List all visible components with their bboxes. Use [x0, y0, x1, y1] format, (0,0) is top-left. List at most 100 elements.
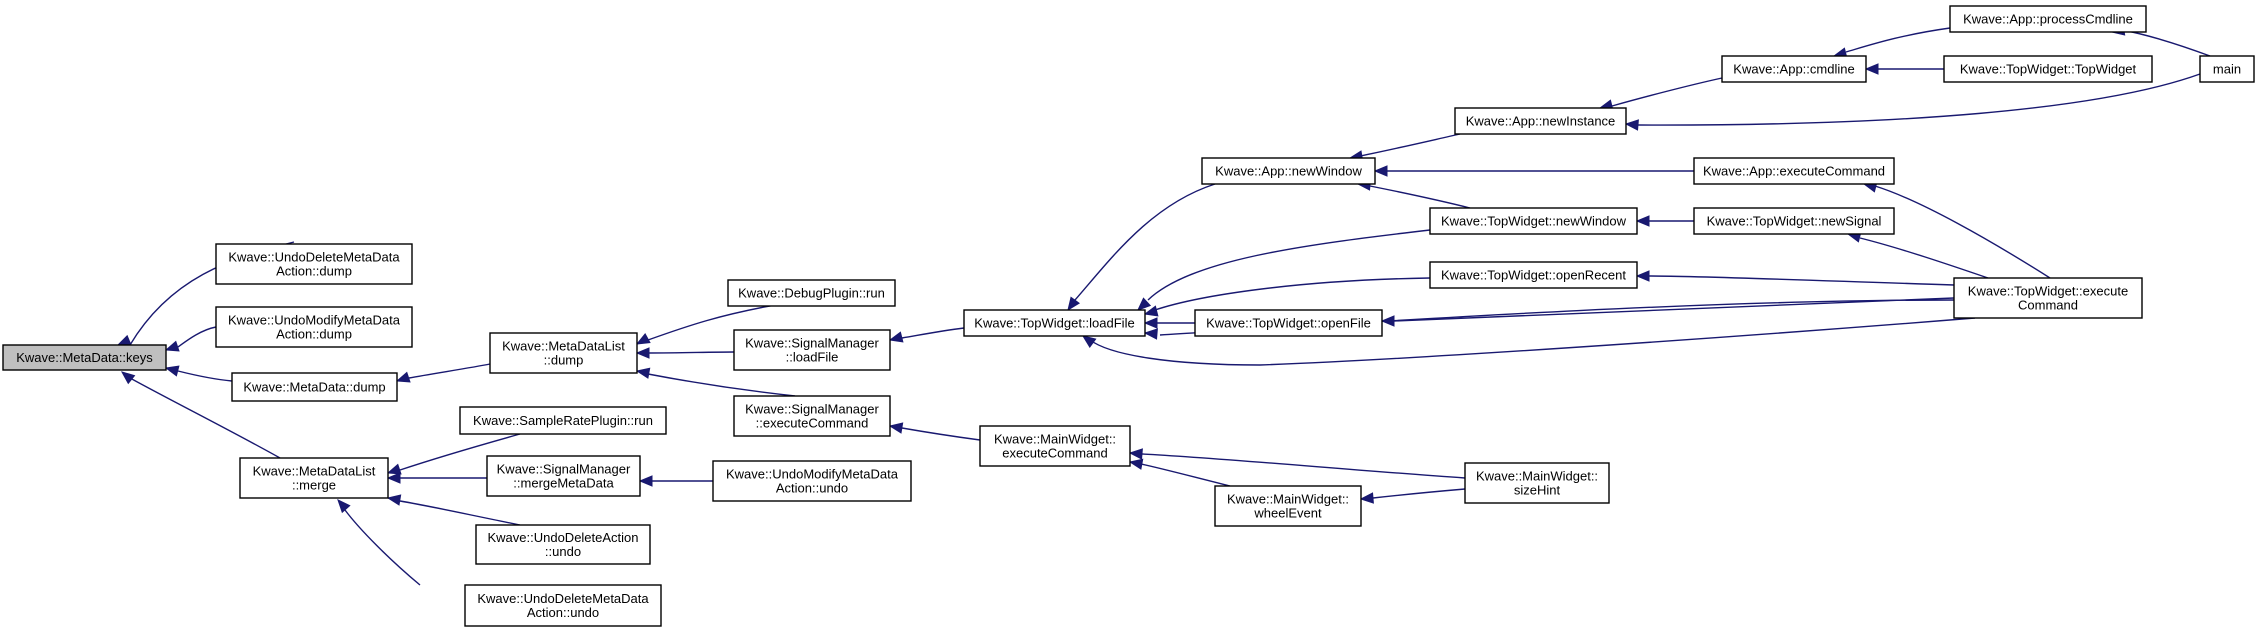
node-box[interactable]	[2, 344, 167, 371]
edge-mdl_merge-to-keys	[120, 371, 281, 459]
node-box[interactable]	[2199, 55, 2255, 83]
nodes-layer: Kwave::MetaData::keysKwave::UndoDeleteMe…	[2, 5, 2255, 627]
edge-arrowhead	[164, 340, 180, 352]
node-box[interactable]	[733, 395, 891, 437]
node-sm-execCmd[interactable]: Kwave::SignalManager::executeCommand	[733, 395, 891, 437]
node-box[interactable]	[1721, 55, 1867, 83]
node-app-cmdline[interactable]: Kwave::App::cmdline	[1721, 55, 1867, 83]
edge-srp_run-to-mdl_merge	[386, 433, 521, 475]
node-tw-newSignal[interactable]: Kwave::TopWidget::newSignal	[1693, 207, 1895, 235]
node-keys[interactable]: Kwave::MetaData::keys	[2, 344, 167, 371]
node-tw-loadFile[interactable]: Kwave::TopWidget::loadFile	[963, 309, 1146, 337]
node-box[interactable]	[1454, 107, 1627, 135]
node-undoDelAction-undo[interactable]: Kwave::UndoDeleteAction::undo	[475, 524, 651, 565]
node-srp-run[interactable]: Kwave::SampleRatePlugin::run	[459, 406, 667, 435]
edge-arrowhead	[1864, 63, 1879, 75]
node-box[interactable]	[215, 243, 413, 285]
edge-mw_execCmd-to-sm_execCmd	[888, 422, 981, 441]
node-label: Kwave::MainWidget::	[994, 432, 1116, 447]
node-box[interactable]	[464, 584, 662, 627]
node-box[interactable]	[712, 460, 912, 502]
node-box[interactable]	[727, 279, 896, 307]
node-app-procCmd[interactable]: Kwave::App::processCmdline	[1949, 5, 2147, 33]
node-label: Kwave::TopWidget::TopWidget	[1960, 62, 2137, 77]
edge-line	[1611, 77, 1723, 107]
node-box[interactable]	[215, 306, 413, 348]
node-tw-newWindow[interactable]: Kwave::TopWidget::newWindow	[1429, 207, 1638, 235]
node-box[interactable]	[489, 332, 638, 374]
node-label: ::merge	[292, 478, 336, 493]
node-app-execCmd[interactable]: Kwave::App::executeCommand	[1693, 157, 1895, 185]
node-sm-mergeMD[interactable]: Kwave::SignalManager::mergeMetaData	[486, 455, 641, 497]
node-mw-execCmd[interactable]: Kwave::MainWidget::executeCommand	[979, 425, 1131, 467]
node-label: Kwave::App::processCmdline	[1963, 12, 2133, 27]
node-box[interactable]	[1429, 261, 1638, 289]
edge-line	[177, 326, 217, 348]
node-box[interactable]	[1201, 157, 1376, 185]
node-main[interactable]: main	[2199, 55, 2255, 83]
edge-tw_newWindow-to-tw_loadFile	[1137, 229, 1431, 311]
node-mdl-dump[interactable]: Kwave::MetaDataList::dump	[489, 332, 638, 374]
edge-line	[408, 363, 491, 379]
edge-arrowhead	[1635, 270, 1650, 282]
node-box[interactable]	[1949, 5, 2147, 33]
edge-mw_sizeHint-to-mw_wheel	[1359, 488, 1466, 504]
node-label: Kwave::UndoDeleteMetaData	[477, 591, 649, 606]
node-tw-execCmd[interactable]: Kwave::TopWidget::executeCommand	[1953, 277, 2143, 319]
node-debug-run[interactable]: Kwave::DebugPlugin::run	[727, 279, 896, 307]
edge-app_newInstance-to-app_newWindow	[1348, 133, 1461, 162]
node-label: Action::dump	[276, 264, 352, 279]
node-box[interactable]	[459, 406, 667, 435]
edge-line	[647, 373, 796, 397]
node-box[interactable]	[1693, 207, 1895, 235]
node-mw-wheel[interactable]: Kwave::MainWidget::wheelEvent	[1214, 485, 1362, 527]
node-box[interactable]	[1693, 157, 1895, 185]
node-box[interactable]	[963, 309, 1146, 337]
node-tw-openFile[interactable]: Kwave::TopWidget::openFile	[1194, 309, 1383, 337]
edge-arrowhead	[1128, 448, 1143, 460]
node-label: Kwave::MetaDataList	[502, 339, 625, 354]
node-mw-sizeHint[interactable]: Kwave::MainWidget::sizeHint	[1464, 462, 1610, 504]
node-label: Kwave::TopWidget::openFile	[1206, 316, 1371, 331]
node-box[interactable]	[239, 457, 389, 499]
node-box[interactable]	[1429, 207, 1638, 235]
node-box[interactable]	[1464, 462, 1610, 504]
node-box[interactable]	[979, 425, 1131, 467]
node-label: Command	[2018, 298, 2078, 313]
node-label: sizeHint	[1514, 483, 1561, 498]
edge-line	[399, 500, 521, 526]
node-md-dump[interactable]: Kwave::MetaData::dump	[231, 372, 398, 402]
node-box[interactable]	[733, 329, 891, 371]
node-sm-loadFile[interactable]: Kwave::SignalManager::loadFile	[733, 329, 891, 371]
node-label: Kwave::DebugPlugin::run	[738, 286, 885, 301]
node-label: ::executeCommand	[756, 416, 869, 431]
edge-line	[399, 433, 521, 471]
node-label: Action::dump	[276, 327, 352, 342]
node-box[interactable]	[1943, 55, 2153, 83]
edge-arrowhead	[1359, 492, 1374, 504]
edge-arrowhead	[395, 371, 411, 383]
node-box[interactable]	[1214, 485, 1362, 527]
node-label: Kwave::MainWidget::	[1227, 492, 1349, 507]
edge-app_execCmd-to-app_newWindow	[1373, 165, 1694, 177]
node-mdl-merge[interactable]: Kwave::MetaDataList::merge	[239, 457, 389, 499]
node-box[interactable]	[231, 372, 398, 402]
edge-arrowhead	[1081, 335, 1097, 349]
edge-arrowhead	[888, 422, 904, 434]
node-box[interactable]	[486, 455, 641, 497]
node-app-newWindow[interactable]: Kwave::App::newWindow	[1201, 157, 1376, 185]
node-box[interactable]	[1194, 309, 1383, 337]
node-tw-ctor[interactable]: Kwave::TopWidget::TopWidget	[1943, 55, 2153, 83]
node-label: Kwave::SampleRatePlugin::run	[473, 413, 653, 428]
node-box[interactable]	[1953, 277, 2143, 319]
node-box[interactable]	[475, 524, 651, 565]
edge-app_cmdline-to-app_newInstance	[1598, 77, 1723, 111]
node-tw-openRecent[interactable]: Kwave::TopWidget::openRecent	[1429, 261, 1638, 289]
edge-mdl_dump-to-md_dump	[395, 363, 491, 383]
node-app-newInstance[interactable]: Kwave::App::newInstance	[1454, 107, 1627, 135]
